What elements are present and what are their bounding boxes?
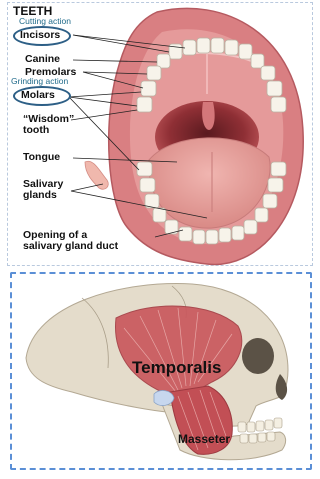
label-masseter: Masseter <box>178 432 230 446</box>
eye-orbit <box>242 338 274 374</box>
grinding-action-tag: Grinding action <box>11 77 68 86</box>
label-wisdom-tooth: “Wisdom” tooth <box>23 114 74 136</box>
label-salivary-duct: Opening of a salivary gland duct <box>23 230 118 252</box>
skull-muscles-panel: Temporalis Masseter <box>10 272 312 470</box>
label-salivary-glands: Salivary glands <box>23 179 63 201</box>
cutting-action-tag: Cutting action <box>19 17 71 26</box>
label-molars: Molars <box>21 90 55 101</box>
label-canine: Canine <box>25 54 60 65</box>
jaw-joint <box>154 391 174 406</box>
label-incisors: Incisors <box>20 30 60 41</box>
teeth-diagram-panel: TEETH Cutting action Incisors Canine Pre… <box>7 2 313 266</box>
label-temporalis: Temporalis <box>132 358 221 378</box>
label-tongue: Tongue <box>23 152 60 163</box>
